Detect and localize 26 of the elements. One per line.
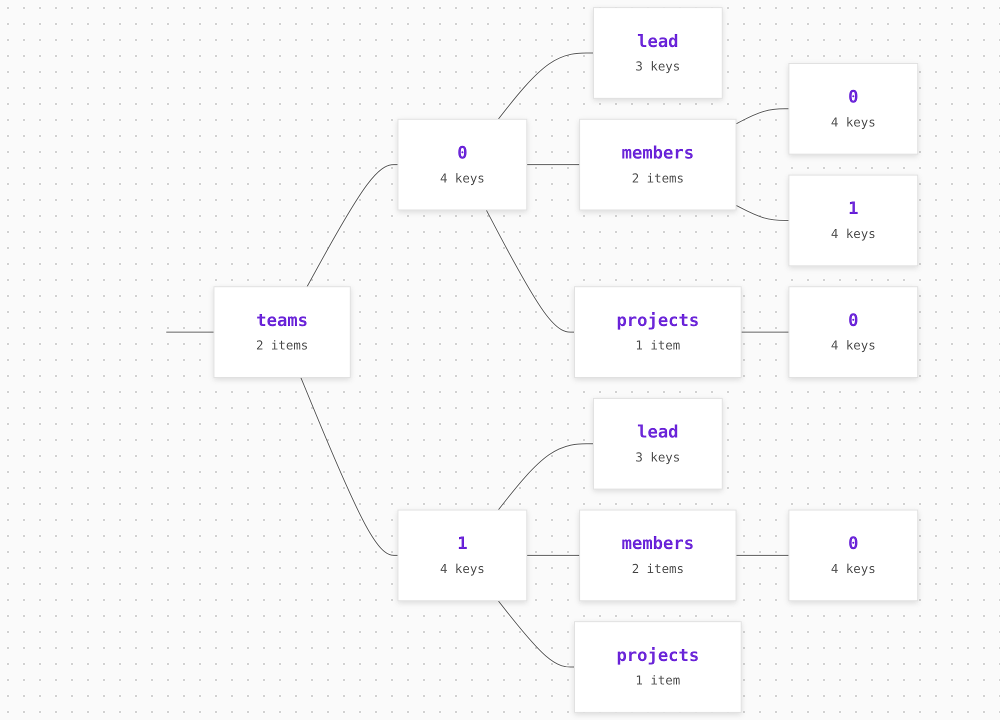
node-box: lead 3 keys (592, 398, 723, 490)
node-box: teams 2 items (214, 286, 351, 378)
connector (300, 376, 398, 556)
connector (498, 52, 594, 120)
connector (498, 600, 575, 668)
connector (526, 164, 580, 166)
node-box: 0 4 keys (788, 62, 918, 155)
connector (486, 209, 575, 333)
node-box: 0 4 keys (788, 286, 918, 378)
node-box: lead 3 keys (592, 7, 723, 99)
node-box: members 2 items (579, 118, 736, 210)
node-box: 1 4 keys (788, 174, 918, 266)
connector (736, 108, 790, 124)
connector (306, 164, 398, 288)
node-box: 0 4 keys (397, 118, 528, 210)
connector (166, 332, 214, 333)
connector (526, 554, 580, 556)
node-box: 0 4 keys (788, 510, 918, 602)
node-box: projects 1 item (574, 621, 742, 713)
connector (736, 204, 790, 221)
connector (736, 554, 790, 556)
connector (740, 332, 790, 333)
node-box: members 2 items (579, 510, 736, 602)
connector (498, 443, 594, 511)
node-box: projects 1 item (574, 286, 742, 378)
node-box: 1 4 keys (397, 510, 528, 602)
